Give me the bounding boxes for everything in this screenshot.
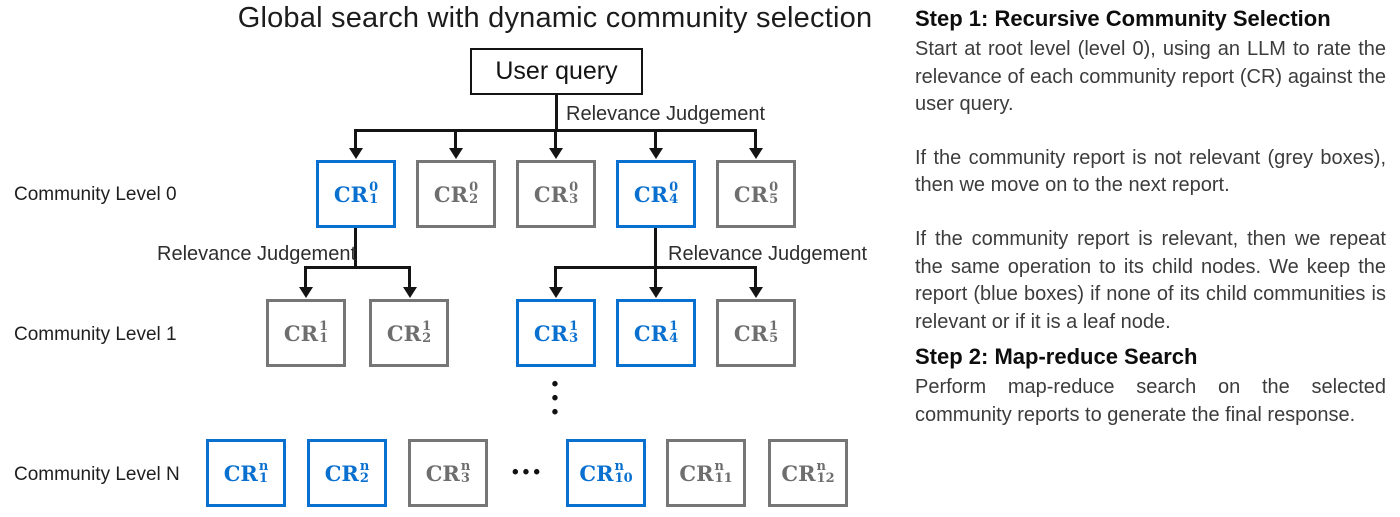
arrowhead-icon [349, 148, 363, 159]
row-label-level-0: Community Level 0 [14, 184, 177, 205]
connector-drop-line [354, 132, 357, 149]
arrowhead-icon [403, 287, 417, 298]
connector-drop-line [454, 132, 457, 149]
connector-drop-line [554, 132, 557, 149]
step1-paragraph-1: Start at root level (level 0), using an … [915, 38, 1386, 116]
arrowhead-icon [299, 287, 313, 298]
arrowhead-icon [749, 287, 763, 298]
connector-drop-line [408, 269, 411, 288]
connector-cr04-stem [654, 228, 657, 269]
user-query-label: User query [495, 57, 618, 85]
figure-title: Global search with dynamic community sel… [237, 2, 873, 34]
connector-left-crossbar [304, 266, 411, 269]
arrowhead-icon [649, 287, 663, 298]
connector-userquery-stem [555, 95, 558, 132]
connector-drop-line [654, 132, 657, 149]
connector-drop-line [754, 132, 757, 149]
connector-right-crossbar [554, 266, 757, 269]
arrowhead-icon [449, 148, 463, 159]
row-label-level-n: Community Level N [14, 464, 180, 485]
row-label-level-1: Community Level 1 [14, 324, 177, 345]
connector-drop-line [654, 269, 657, 288]
step1-paragraph-2: If the community report is not relevant … [915, 146, 1386, 197]
arrowhead-icon [549, 148, 563, 159]
connector-cr01-stem [354, 228, 357, 269]
user-query-box: User query [470, 48, 643, 95]
relevance-judgement-label-right: Relevance Judgement [668, 243, 868, 265]
arrowhead-icon [549, 287, 563, 298]
connector-drop-line [304, 269, 307, 288]
connector-drop-line [754, 269, 757, 288]
arrowhead-icon [749, 148, 763, 159]
explanation-panel: Step 1: Recursive Community Selection St… [915, 6, 1386, 456]
step1-paragraph-3: If the community report is relevant, the… [915, 227, 1386, 333]
relevance-judgement-label-top: Relevance Judgement [566, 103, 766, 125]
vertical-ellipsis-icon: • • • [551, 374, 559, 423]
arrowhead-icon [649, 148, 663, 159]
relevance-judgement-label-left: Relevance Judgement [157, 243, 357, 265]
step1-heading: Step 1: Recursive Community Selection [915, 6, 1331, 31]
step2-paragraph-1: Perform map-reduce search on the selecte… [915, 376, 1386, 426]
connector-drop-line [554, 269, 557, 288]
connector-level0-crossbar [354, 129, 757, 132]
horizontal-ellipsis-icon: ••• [512, 462, 544, 483]
step2-heading: Step 2: Map-reduce Search [915, 344, 1198, 370]
